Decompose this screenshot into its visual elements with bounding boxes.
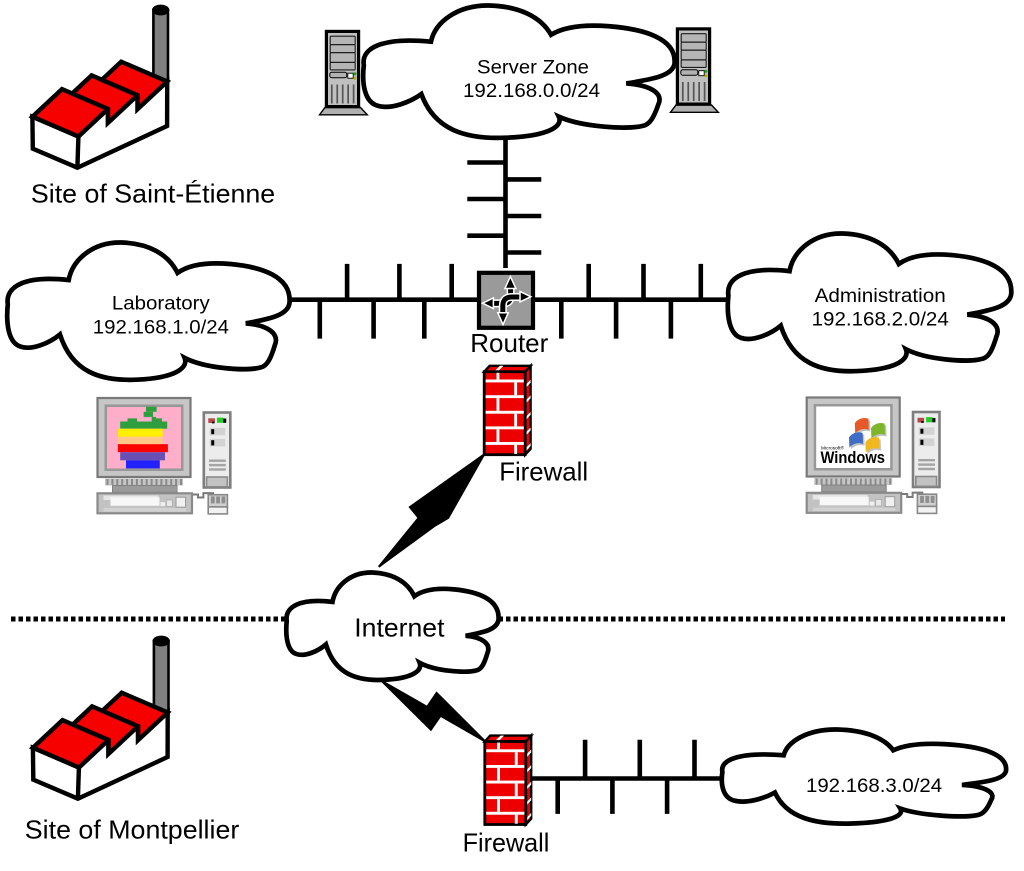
svg-text:Administration: Administration: [815, 285, 946, 307]
svg-text:Microsoft®: Microsoft®: [821, 445, 844, 452]
svg-text:192.168.0.0/24: 192.168.0.0/24: [463, 80, 600, 102]
svg-text:Site of Montpellier: Site of Montpellier: [25, 814, 240, 844]
svg-text:192.168.2.0/24: 192.168.2.0/24: [812, 309, 949, 331]
svg-text:Firewall: Firewall: [463, 828, 550, 858]
svg-text:192.168.3.0/24: 192.168.3.0/24: [806, 775, 942, 797]
svg-text:Site of Saint-Étienne: Site of Saint-Étienne: [31, 178, 275, 208]
svg-text:192.168.1.0/24: 192.168.1.0/24: [93, 317, 229, 339]
svg-text:Laboratory: Laboratory: [112, 293, 210, 315]
svg-text:Internet: Internet: [354, 613, 445, 643]
svg-text:Firewall: Firewall: [499, 456, 588, 486]
svg-text:Server Zone: Server Zone: [477, 57, 589, 79]
svg-text:Windows: Windows: [821, 449, 886, 467]
svg-text:Router: Router: [470, 328, 548, 358]
